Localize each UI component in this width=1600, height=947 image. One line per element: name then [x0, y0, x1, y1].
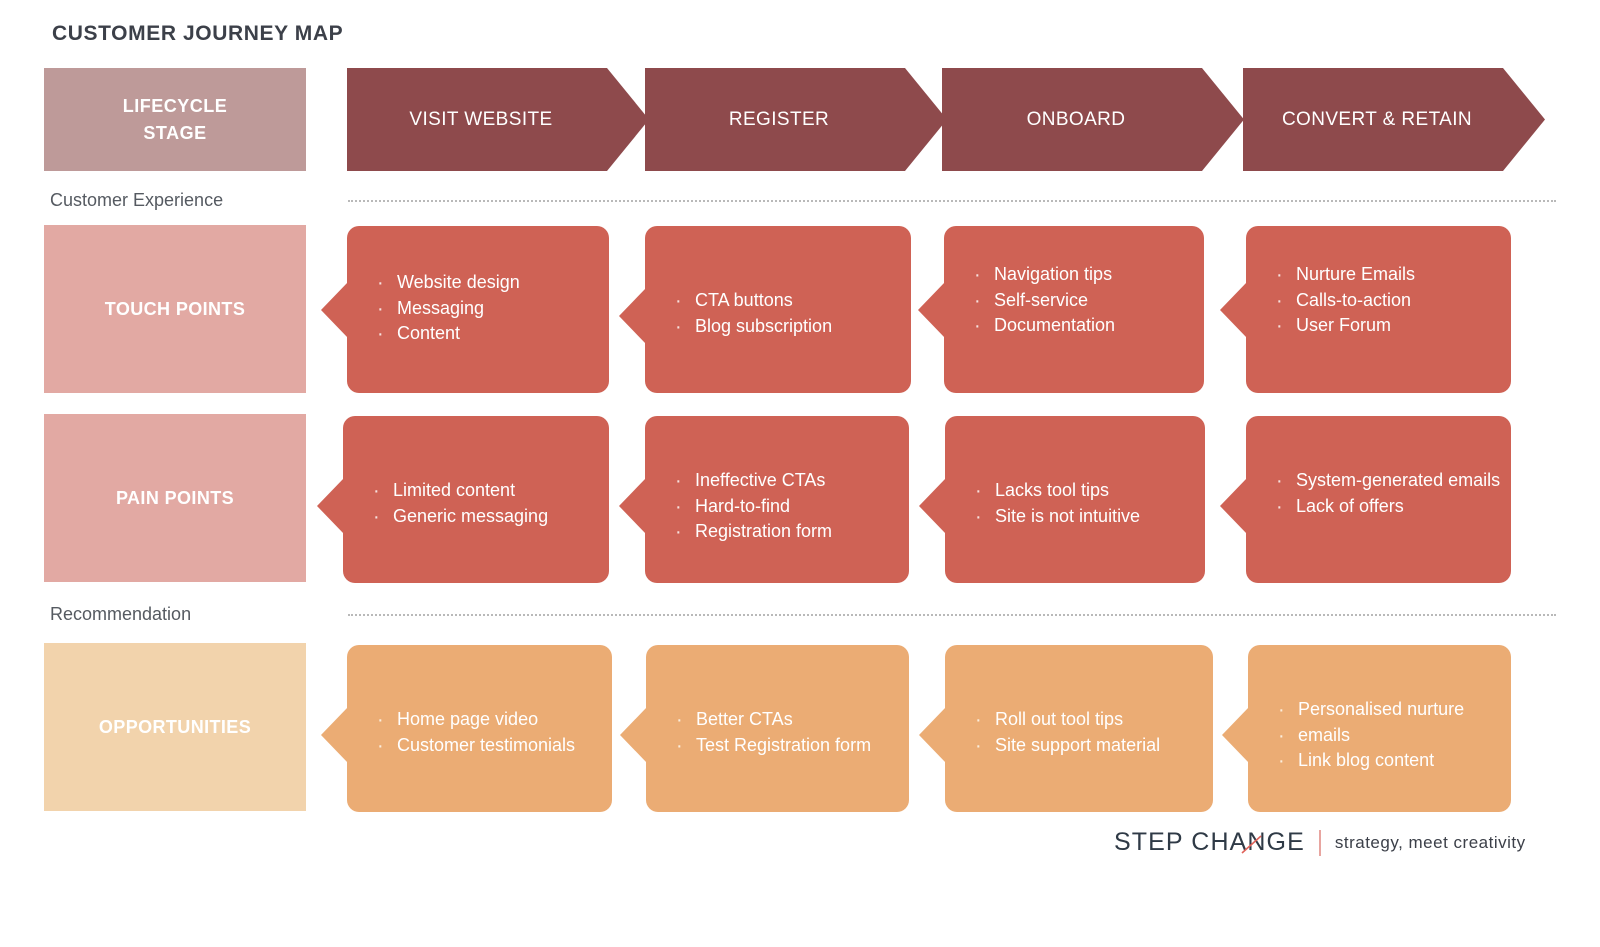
card-opportunities-visit-website[interactable]: Home page video Customer testimonials — [321, 645, 612, 812]
stage-chevron-convert-retain[interactable]: CONVERT & RETAIN — [1243, 68, 1545, 171]
card-tail-icon — [919, 478, 946, 534]
card-pain-points-convert-retain[interactable]: System-generated emails Lack of offers — [1220, 416, 1511, 583]
card-item-list: Personalised nurture emails Link blog co… — [1248, 696, 1511, 775]
card-touch-points-convert-retain[interactable]: Nurture Emails Calls-to-action User Foru… — [1220, 226, 1511, 393]
lifecycle-stage-label-line2: STAGE — [143, 122, 207, 143]
card-tail-icon — [620, 707, 647, 763]
list-item: Customer testimonials — [375, 732, 594, 760]
card-item-list: Roll out tool tips Site support material — [945, 706, 1213, 760]
list-item: Lacks tool tips — [973, 477, 1187, 505]
row-label-pain-points: PAIN POINTS — [44, 414, 306, 582]
brand-wordmark: STEP CHANGE — [1114, 828, 1305, 857]
card-pain-points-register[interactable]: Ineffective CTAs Hard-to-find Registrati… — [619, 416, 909, 583]
list-item: Ineffective CTAs — [673, 467, 891, 495]
card-tail-icon — [321, 282, 348, 338]
card-tail-icon — [619, 288, 646, 344]
list-item: Roll out tool tips — [973, 706, 1195, 734]
list-item: Content — [375, 320, 591, 348]
card-pain-points-visit-website[interactable]: Limited content Generic messaging — [317, 416, 609, 583]
list-item: Calls-to-action — [1274, 287, 1493, 315]
card-tail-icon — [919, 707, 946, 763]
card-item-list: Better CTAs Test Registration form — [646, 706, 909, 760]
card-tail-icon — [317, 478, 344, 534]
card-tail-icon — [1220, 478, 1247, 534]
list-item: Self-service — [972, 287, 1186, 315]
card-touch-points-onboard[interactable]: Navigation tips Self-service Documentati… — [918, 226, 1204, 393]
list-item: Lack of offers — [1274, 493, 1493, 521]
footer-logo: STEP CHANGE strategy, meet creativity — [1114, 828, 1526, 857]
card-item-list: Ineffective CTAs Hard-to-find Registrati… — [645, 467, 909, 546]
lifecycle-stage-label-line1: LIFECYCLE — [122, 96, 228, 117]
section-divider-recommendation — [348, 614, 1556, 616]
card-tail-icon — [321, 707, 348, 763]
card-touch-points-visit-website[interactable]: Website design Messaging Content — [321, 226, 609, 393]
card-opportunities-register[interactable]: Better CTAs Test Registration form — [620, 645, 909, 812]
list-item: Nurture Emails — [1274, 261, 1493, 289]
card-item-list: Lacks tool tips Site is not intuitive — [945, 477, 1205, 531]
card-tail-icon — [1220, 282, 1247, 338]
list-item: Link blog content — [1276, 747, 1493, 775]
card-tail-icon — [1222, 707, 1249, 763]
list-item: User Forum — [1274, 312, 1493, 340]
list-item: Test Registration form — [674, 732, 891, 760]
card-tail-icon — [918, 282, 945, 338]
list-item: CTA buttons — [673, 287, 893, 315]
section-caption-recommendation: Recommendation — [50, 604, 192, 624]
card-opportunities-onboard[interactable]: Roll out tool tips Site support material — [919, 645, 1213, 812]
list-item: Website design — [375, 269, 591, 297]
card-opportunities-convert-retain[interactable]: Personalised nurture emails Link blog co… — [1222, 645, 1511, 812]
logo-divider — [1318, 829, 1321, 856]
card-pain-points-onboard[interactable]: Lacks tool tips Site is not intuitive — [919, 416, 1205, 583]
card-item-list: Navigation tips Self-service Documentati… — [944, 261, 1204, 340]
row-label-touch-points: TOUCH POINTS — [44, 225, 306, 393]
brand-tagline: strategy, meet creativity — [1334, 832, 1526, 852]
list-item: emails — [1276, 722, 1493, 750]
list-item: Messaging — [375, 295, 591, 323]
list-item: Limited content — [371, 477, 591, 505]
row-label-opportunities: OPPORTUNITIES — [44, 643, 306, 811]
list-item: Navigation tips — [972, 261, 1186, 289]
page-title: CUSTOMER JOURNEY MAP — [52, 22, 344, 45]
section-divider-customer-experience — [348, 200, 1556, 202]
lifecycle-stage-label: LIFECYCLE STAGE — [123, 93, 228, 145]
list-item: Hard-to-find — [673, 493, 891, 521]
stage-chevron-onboard[interactable]: ONBOARD — [942, 68, 1244, 171]
list-item: Site is not intuitive — [973, 503, 1187, 531]
row-label-text: PAIN POINTS — [115, 487, 235, 508]
section-caption-customer-experience: Customer Experience — [50, 190, 224, 210]
card-item-list: Home page video Customer testimonials — [347, 706, 612, 760]
list-item: Home page video — [375, 706, 594, 734]
stage-chevron-label: REGISTER — [728, 108, 830, 130]
list-item: Documentation — [972, 312, 1186, 340]
stage-chevron-visit-website[interactable]: VISIT WEBSITE — [347, 68, 649, 171]
list-item: Site support material — [973, 732, 1195, 760]
card-item-list: Website design Messaging Content — [347, 269, 609, 348]
list-item: Personalised nurture — [1276, 696, 1493, 724]
card-tail-icon — [619, 478, 646, 534]
brand-name: STEP CHANGE — [1114, 828, 1305, 856]
list-item: Blog subscription — [673, 313, 893, 341]
row-label-text: OPPORTUNITIES — [98, 716, 252, 737]
card-item-list: CTA buttons Blog subscription — [645, 287, 911, 341]
card-item-list: Limited content Generic messaging — [343, 477, 609, 531]
lifecycle-stage-label-box: LIFECYCLE STAGE — [44, 68, 306, 171]
card-item-list: Nurture Emails Calls-to-action User Foru… — [1246, 261, 1511, 340]
row-label-text: TOUCH POINTS — [104, 298, 246, 319]
stage-chevron-label: VISIT WEBSITE — [409, 108, 553, 130]
card-touch-points-register[interactable]: CTA buttons Blog subscription — [619, 226, 911, 393]
stage-chevron-label: ONBOARD — [1026, 108, 1126, 130]
stage-chevron-register[interactable]: REGISTER — [645, 68, 947, 171]
list-item: Registration form — [673, 518, 891, 546]
brand-accent-slash-icon — [1241, 835, 1262, 854]
list-item: Generic messaging — [371, 503, 591, 531]
stage-chevron-label: CONVERT & RETAIN — [1281, 108, 1473, 130]
list-item: System-generated emails — [1274, 467, 1500, 495]
list-item: Better CTAs — [674, 706, 891, 734]
card-item-list: System-generated emails Lack of offers — [1246, 467, 1511, 521]
